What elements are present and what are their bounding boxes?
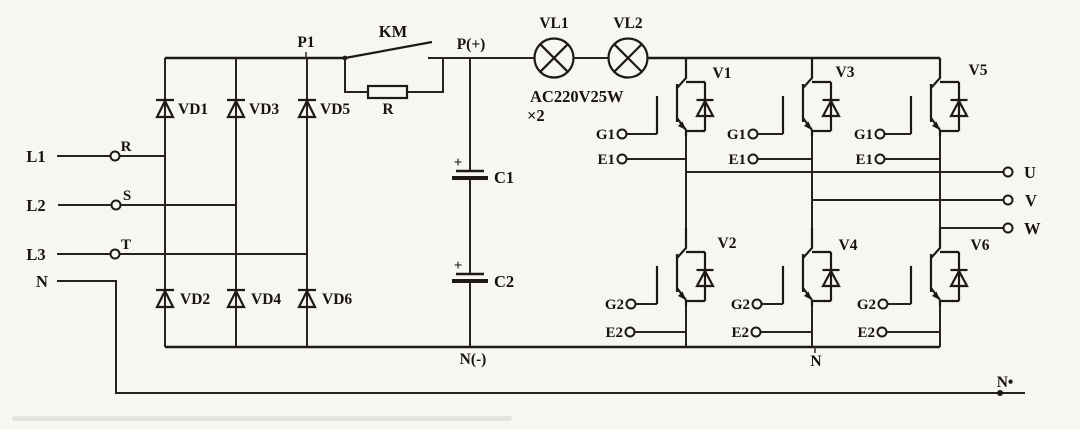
terminal-t-icon — [109, 248, 121, 260]
vd5-label: VD5 — [320, 101, 350, 118]
c2-polarity: + — [454, 258, 463, 274]
l2-label: L2 — [26, 196, 45, 215]
v3-label: V3 — [836, 64, 855, 81]
vd2-label: VD2 — [180, 291, 210, 308]
rectifier-bridge-wires — [164, 56, 940, 349]
e1-label-leg2: E1 — [728, 152, 746, 168]
phase-t-label: T — [121, 237, 131, 253]
igbt-v6-symbol — [909, 226, 969, 308]
e2-terminal-leg3-icon — [876, 326, 888, 338]
v2-label: V2 — [718, 235, 737, 252]
g2-label-leg3: G2 — [857, 297, 876, 313]
v5-label: V5 — [969, 62, 988, 79]
precharge-circuit — [305, 40, 534, 100]
phase-r-label: R — [121, 139, 132, 155]
e2-label-leg2: E2 — [731, 325, 749, 341]
g2-terminal-leg2-icon — [751, 298, 763, 310]
g2-label-leg2: G2 — [731, 297, 750, 313]
e2-terminal-leg1-icon — [624, 326, 636, 338]
g1-terminal-leg1-icon — [616, 128, 628, 140]
upper-gate-emitter-leads — [626, 133, 940, 160]
l3-label: L3 — [26, 245, 45, 264]
km-contact-symbol — [344, 40, 433, 60]
igbt-v5-symbol — [909, 56, 969, 138]
lamp-quantity-label: ×2 — [527, 106, 545, 125]
igbt-v3-symbol — [781, 56, 841, 138]
u-output-label: U — [1024, 163, 1036, 182]
igbt-v2-symbol — [655, 226, 715, 308]
w-terminal-icon — [1002, 222, 1014, 234]
inverter-bridge — [616, 56, 969, 347]
vd6-label: VD6 — [322, 291, 352, 308]
n-minus-label: N(-) — [460, 351, 487, 368]
igbt-v4-symbol — [781, 226, 841, 308]
vd3-label: VD3 — [249, 101, 279, 118]
v-terminal-icon — [1002, 194, 1014, 206]
lamp-vl1-icon — [533, 37, 575, 79]
output-lines — [686, 166, 1014, 234]
lamp-vl1-cross — [539, 43, 569, 73]
terminal-s-icon — [110, 199, 122, 211]
g1-terminal-leg2-icon — [747, 128, 759, 140]
v4-label: V4 — [839, 237, 858, 254]
v-output-label: V — [1025, 191, 1037, 210]
resistor-r-symbol — [366, 84, 409, 100]
indicator-lamps — [533, 37, 940, 79]
neutral-label: N — [36, 272, 48, 291]
n-terminal-dot — [997, 390, 1003, 396]
c2-label: C2 — [494, 272, 514, 291]
g2-terminal-leg3-icon — [877, 298, 889, 310]
p-plus-label: P(+) — [457, 36, 486, 53]
vl2-label: VL2 — [613, 15, 643, 32]
e1-label-leg1: E1 — [597, 152, 615, 168]
u-terminal-icon — [1002, 166, 1014, 178]
neutral-wire — [57, 280, 1025, 394]
p1-label: P1 — [297, 34, 314, 51]
igbt-v1-symbol — [655, 56, 715, 138]
phase-s-label: S — [123, 188, 131, 204]
e2-terminal-leg2-icon — [750, 326, 762, 338]
terminal-r-icon — [109, 150, 121, 162]
g1-label-leg2: G1 — [727, 127, 746, 143]
w-output-label: W — [1024, 219, 1041, 238]
km-label: KM — [379, 22, 408, 41]
g1-terminal-leg3-icon — [874, 128, 886, 140]
c1-polarity: + — [454, 155, 463, 171]
resistor-bypass-wire — [344, 58, 444, 93]
g1-label-leg3: G1 — [854, 127, 873, 143]
l1-label: L1 — [26, 147, 45, 166]
e2-label-leg3: E2 — [857, 325, 875, 341]
vl1-label: VL1 — [539, 15, 568, 32]
e1-terminal-leg1-icon — [616, 153, 628, 165]
e1-terminal-leg2-icon — [747, 153, 759, 165]
vd4-label: VD4 — [251, 291, 281, 308]
v6-label: V6 — [971, 237, 990, 254]
resistor-r-label: R — [382, 101, 394, 118]
lamp-rating-label: AC220V25W — [530, 87, 624, 106]
e1-label-leg3: E1 — [855, 152, 873, 168]
e2-label-leg1: E2 — [605, 325, 623, 341]
g1-label-leg1: G1 — [596, 127, 615, 143]
lower-gate-emitter-leads — [634, 303, 940, 333]
scan-shadow — [12, 416, 512, 421]
dc-link-capacitors — [452, 58, 488, 347]
v1-label: V1 — [713, 65, 732, 82]
e1-terminal-leg3-icon — [874, 153, 886, 165]
vd1-label: VD1 — [178, 101, 208, 118]
lamp-vl2-cross — [613, 43, 643, 73]
g2-terminal-leg1-icon — [625, 298, 637, 310]
three-phase-input-wires — [57, 150, 1025, 394]
c1-label: C1 — [494, 168, 514, 187]
g2-label-leg1: G2 — [605, 297, 624, 313]
n-node-label: N — [810, 353, 821, 370]
n-terminal-label: N• — [997, 374, 1014, 391]
